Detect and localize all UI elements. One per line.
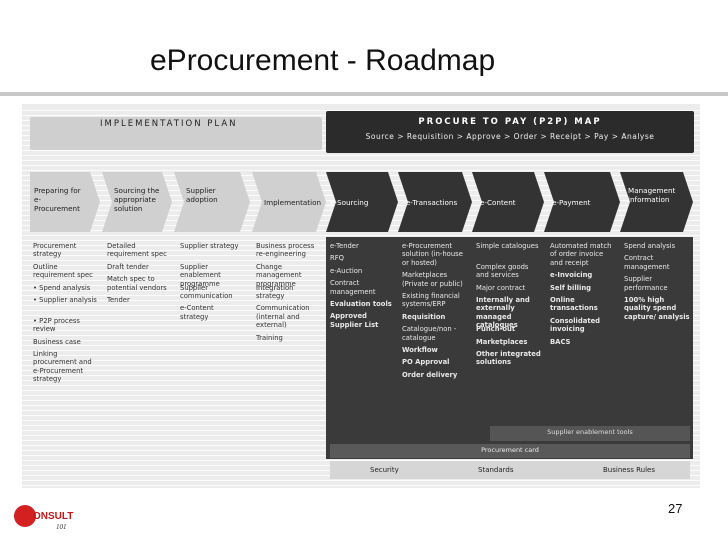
column-item: Contract management xyxy=(624,254,670,271)
column-item: Existing financial systems/ERP xyxy=(402,292,460,309)
p2p-phase-chevron xyxy=(620,172,693,232)
column-item: Tender xyxy=(107,296,130,304)
column-item: Draft tender xyxy=(107,262,149,271)
frame-stripe xyxy=(22,235,702,236)
column-item: Major contract xyxy=(476,283,526,292)
column-item: Approved Supplier List xyxy=(330,312,379,329)
p2p-phase-chevron xyxy=(326,172,398,232)
frame-stripe xyxy=(22,170,702,171)
column-item: Evaluation tools xyxy=(330,300,392,308)
procurement-card-bar xyxy=(330,444,690,458)
implementation-plan-label: IMPLEMENTATION PLAN xyxy=(100,119,238,129)
column-item: BACS xyxy=(550,337,571,346)
column-item: Business case xyxy=(33,337,81,346)
column-item: Order delivery xyxy=(402,370,458,379)
p2p-phase-label: e-Sourcing xyxy=(330,198,369,207)
p2p-phase-chevron xyxy=(544,172,620,232)
frame-stripe xyxy=(22,460,702,461)
column-item: Supplier performance xyxy=(624,275,668,292)
column-item: Procurement strategy xyxy=(33,242,77,259)
column-item: Workflow xyxy=(402,346,438,354)
column-item: Simple catalogues xyxy=(476,242,539,250)
footer-bar xyxy=(330,461,690,479)
column-item: 100% high quality spend capture/ analysi… xyxy=(624,296,690,321)
implementation-phase-chevron xyxy=(252,172,326,232)
column-item: Linking procurement and e-Procurement st… xyxy=(33,350,92,384)
column-item: e-Procurement solution (in-house or host… xyxy=(402,242,463,267)
p2p-phase-label: Management information xyxy=(628,186,676,204)
p2p-phase-chevron xyxy=(472,172,544,232)
column-item: • P2P process review xyxy=(33,316,80,334)
page-title: eProcurement - Roadmap xyxy=(150,44,496,77)
business-rules-label: Business Rules xyxy=(603,466,655,474)
p2p-detail-panel xyxy=(326,237,693,459)
column-item: Supplier enablement programme xyxy=(180,262,221,288)
frame-stripe xyxy=(22,480,702,481)
column-item: Communication (internal and external) xyxy=(256,304,310,330)
column-item: Supplier strategy xyxy=(180,242,239,250)
column-item: Requisition xyxy=(402,312,446,321)
column-item: Internally and externally managed catalo… xyxy=(476,296,530,330)
column-item: e-Auction xyxy=(330,266,363,275)
column-item: Integration strategy xyxy=(256,283,294,300)
logo-text: ONSULT xyxy=(33,511,74,522)
column-item: Match spec to potential vendors xyxy=(107,275,167,292)
column-item: Change management programme xyxy=(256,262,302,288)
column-item: Spend analysis xyxy=(624,242,676,250)
column-item: Online transactions xyxy=(550,296,598,313)
column-item: Punch-out xyxy=(476,325,516,334)
column-item: Other integrated solutions xyxy=(476,350,541,367)
column-item: RFQ xyxy=(330,254,344,263)
implementation-phase-label: Implementation xyxy=(264,198,322,207)
column-item: Self billing xyxy=(550,283,592,292)
security-label: Security xyxy=(370,466,399,474)
p2p-phase-label: e-Payment xyxy=(552,198,591,207)
p2p-flow: Source > Requisition > Approve > Order >… xyxy=(365,132,655,141)
p2p-phase-label: e-Transactions xyxy=(406,198,458,207)
implementation-phase-label: Preparing for e-Procurement xyxy=(34,186,81,213)
p2p-map-banner xyxy=(326,111,694,153)
page-number: 27 xyxy=(668,501,683,516)
frame-stripe xyxy=(22,160,702,161)
column-item: Training xyxy=(256,333,283,342)
p2p-phase-label: e-Content xyxy=(480,198,516,207)
column-item: e-Invoicing xyxy=(550,271,593,280)
implementation-phase-chevron xyxy=(174,172,250,232)
title-divider xyxy=(0,92,728,96)
frame-stripe xyxy=(22,165,702,166)
column-item: Business process re-engineering xyxy=(256,242,315,259)
column-item: • Supplier analysis xyxy=(33,296,97,304)
column-item: Marketplaces xyxy=(476,337,528,346)
implementation-phase-chevron xyxy=(30,172,100,232)
implementation-phase-label: Sourcing the appropriate solution xyxy=(114,186,160,213)
column-item: e-Content strategy xyxy=(180,304,214,321)
column-item: Marketplaces (Private or public) xyxy=(402,271,463,288)
column-item: Detailed requirement spec xyxy=(107,242,167,259)
procurement-card-label: Procurement card xyxy=(481,446,539,454)
standards-label: Standards xyxy=(478,466,514,474)
supplier-tools-bar xyxy=(490,426,690,441)
frame-stripe xyxy=(22,110,702,111)
p2p-map-label: PROCURE TO PAY (P2P) MAP xyxy=(418,117,602,127)
column-item: PO Approval xyxy=(402,358,450,367)
frame-stripe xyxy=(22,155,702,156)
column-item: • Spend analysis xyxy=(33,283,91,292)
supplier-tools-label: Supplier enablement tools xyxy=(547,428,633,436)
column-item: Supplier communication xyxy=(180,283,233,300)
column-item: e-Tender xyxy=(330,242,359,250)
column-item: Consolidated invoicing xyxy=(550,316,601,334)
implementation-phase-label: Supplier adoption xyxy=(186,186,218,204)
column-item: Catalogue/non -catalogue xyxy=(402,325,457,342)
frame-stripe xyxy=(22,485,702,486)
logo-icon xyxy=(14,505,36,527)
column-item: Outline requirement spec xyxy=(33,262,93,280)
p2p-phase-chevron xyxy=(398,172,472,232)
logo-subtext: 101 xyxy=(56,523,67,531)
implementation-phase-chevron xyxy=(102,172,172,232)
column-item: Automated match of order invoice and rec… xyxy=(550,242,612,267)
implementation-plan-banner xyxy=(30,117,322,150)
column-item: Complex goods and services xyxy=(476,262,529,280)
column-item: Contract management xyxy=(330,279,376,296)
